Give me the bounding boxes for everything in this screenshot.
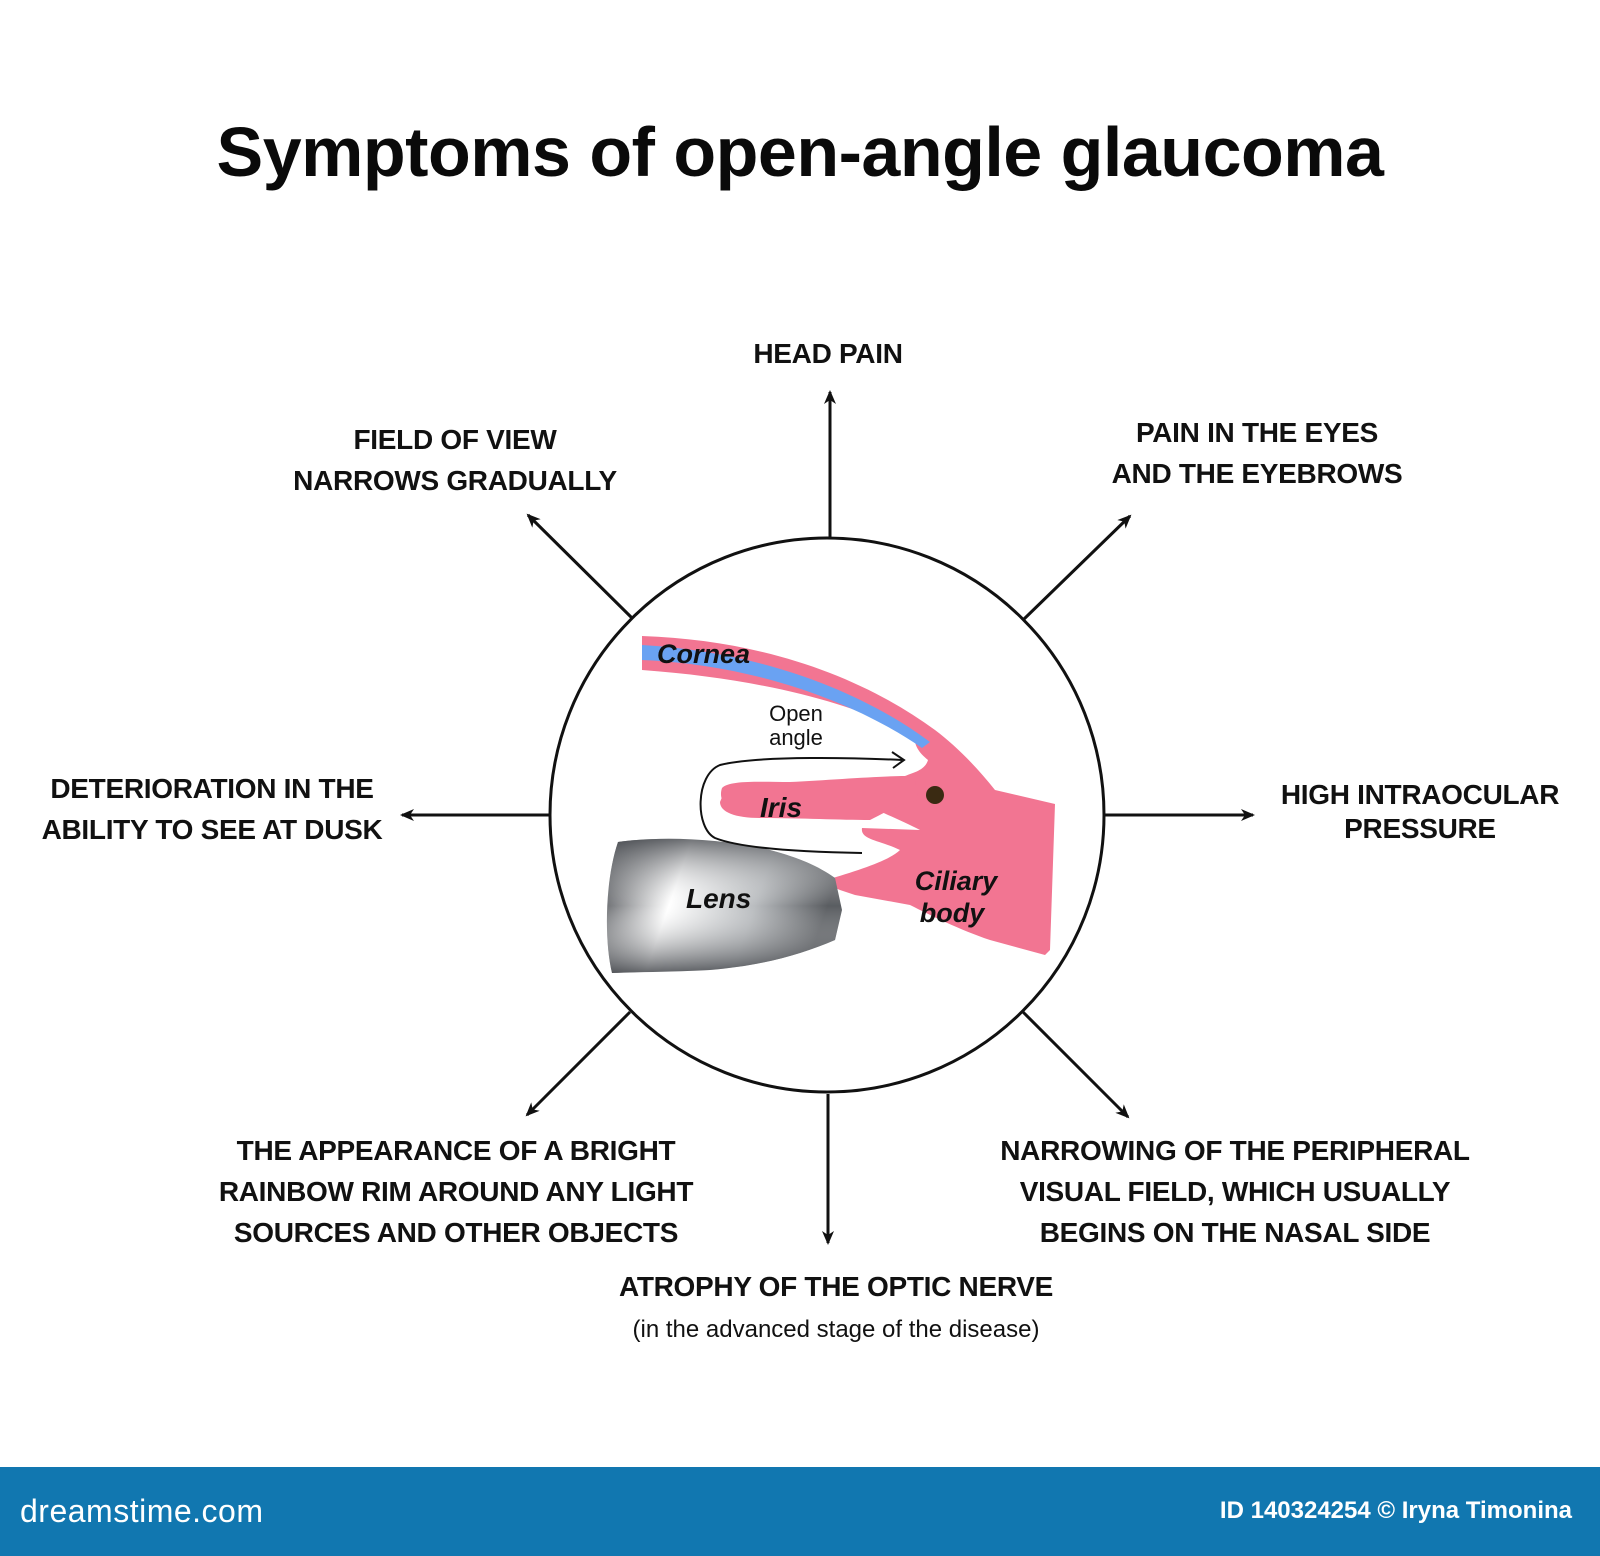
- symptom-line: PAIN IN THE EYES: [1135, 417, 1379, 448]
- arrow-top-left: [526, 513, 634, 620]
- open-angle-label-line1: Open: [769, 701, 823, 726]
- symptom-optic-nerve-atrophy: ATROPHY OF THE OPTIC NERVE: [619, 1266, 1053, 1307]
- symptom-line: ABILITY TO SEE AT DUSK: [41, 814, 383, 845]
- symptom-head-pain: HEAD PAIN: [753, 333, 903, 374]
- ciliary-label-line2: body: [920, 898, 986, 928]
- pigment-deposit: [926, 786, 944, 804]
- symptom-high-intraocular-pressure: HIGH INTRAOCULAR PRESSURE: [1280, 778, 1560, 846]
- arrow-top-right: [1021, 514, 1132, 622]
- symptom-pain-eyes-eyebrows: PAIN IN THE EYES AND THE EYEBROWS: [1112, 412, 1403, 494]
- symptom-line: ATROPHY OF THE OPTIC NERVE: [618, 1271, 1054, 1302]
- symptom-line: SOURCES AND OTHER OBJECTS: [233, 1217, 679, 1248]
- iris-label: Iris: [760, 792, 802, 823]
- cornea-band: [642, 645, 930, 748]
- symptom-field-narrows: FIELD OF VIEW NARROWS GRADUALLY: [293, 419, 617, 501]
- symptom-line: AND THE EYEBROWS: [1111, 458, 1403, 489]
- footer-credit: ID 140324254 © Iryna Timonina: [1219, 1497, 1572, 1524]
- footer-logo[interactable]: dreamstime.com: [20, 1493, 264, 1529]
- open-angle-label-line2: angle: [769, 725, 823, 750]
- symptom-line: NARROWS GRADUALLY: [293, 465, 617, 496]
- lens-shading: [606, 838, 842, 973]
- symptom-peripheral-narrowing: NARROWING OF THE PERIPHERAL VISUAL FIELD…: [1000, 1130, 1470, 1253]
- symptom-dusk-vision: DETERIORATION IN THE ABILITY TO SEE AT D…: [42, 768, 383, 850]
- symptom-line: HEAD PAIN: [753, 338, 903, 369]
- symptom-line: PRESSURE: [1344, 813, 1496, 844]
- open-angle-arrowhead: [891, 751, 906, 769]
- arrow-bottom-left: [525, 1010, 632, 1117]
- symptom-line: NARROWING OF THE PERIPHERAL: [1000, 1135, 1470, 1166]
- symptom-line: DETERIORATION IN THE: [50, 773, 374, 804]
- symptom-line: THE APPEARANCE OF A BRIGHT: [236, 1135, 676, 1166]
- lens-label: Lens: [686, 883, 751, 914]
- page-title: Symptoms of open-angle glaucoma: [216, 113, 1384, 191]
- symptom-rainbow-rim: THE APPEARANCE OF A BRIGHT RAINBOW RIM A…: [218, 1130, 694, 1253]
- ciliary-label-line1: Ciliary: [915, 866, 1000, 896]
- symptom-line: BEGINS ON THE NASAL SIDE: [1039, 1217, 1431, 1248]
- symptom-line: RAINBOW RIM AROUND ANY LIGHT: [218, 1176, 694, 1207]
- symptom-line: FIELD OF VIEW: [353, 424, 557, 455]
- symptom-line: VISUAL FIELD, WHICH USUALLY: [1019, 1176, 1451, 1207]
- open-angle-arrow: [699, 756, 903, 854]
- cornea-label: Cornea: [657, 639, 750, 669]
- symptom-optic-nerve-note: (in the advanced stage of the disease): [632, 1316, 1040, 1343]
- symptom-line: HIGH INTRAOCULAR: [1280, 779, 1560, 810]
- footer-bar: dreamstime.com ID 140324254 © Iryna Timo…: [0, 1467, 1600, 1556]
- arrow-bottom-right: [1021, 1010, 1130, 1119]
- iris-shape: [720, 778, 918, 820]
- eye-anatomy-illustration: Cornea Open angle Iris Lens Ciliary body: [606, 636, 1055, 973]
